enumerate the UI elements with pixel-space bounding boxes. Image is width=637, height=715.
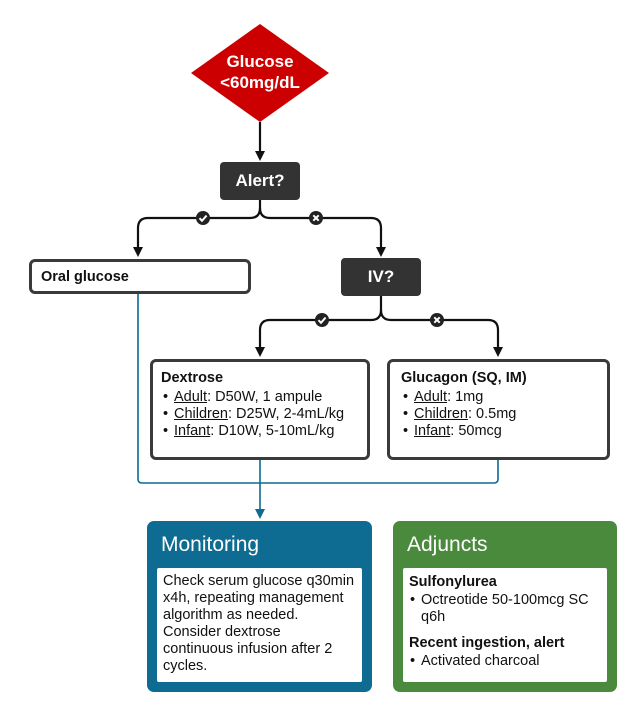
- glucose-line1: Glucose: [226, 52, 294, 71]
- list-item: Children: 0.5mg: [402, 406, 516, 423]
- adjunct-list: Activated charcoal: [409, 653, 609, 670]
- list-item: Octreotide 50-100mcg SC q6h: [409, 592, 609, 626]
- dextrose-title: Dextrose: [161, 370, 224, 386]
- glucagon-title: Glucagon (SQ, IM): [401, 370, 527, 386]
- monitoring-title: Monitoring: [161, 533, 260, 556]
- adjunct-heading: Sulfonylurea: [409, 574, 497, 590]
- adjuncts-panel: Adjuncts Sulfonylurea Octreotide 50-100m…: [393, 521, 617, 692]
- adjuncts-body: Sulfonylurea Octreotide 50-100mcg SC q6h…: [403, 568, 607, 682]
- check-circle-icon: [196, 211, 210, 225]
- list-item: Activated charcoal: [409, 653, 609, 670]
- oral-glucose-box: Oral glucose: [29, 259, 251, 294]
- list-item: Children: D25W, 2-4mL/kg: [162, 406, 344, 423]
- arrow-alert-yes: [133, 200, 262, 257]
- line-to-monitoring: [137, 293, 499, 484]
- glucose-diamond: [191, 24, 329, 122]
- glucagon-list: Adult: 1mg Children: 0.5mg Infant: 50mcg: [402, 389, 516, 440]
- monitoring-body: Check serum glucose q30min x4h, repeatin…: [157, 568, 362, 682]
- glucagon-box: Glucagon (SQ, IM) Adult: 1mg Children: 0…: [387, 359, 610, 460]
- arrow-alert-no: [258, 207, 386, 257]
- adjunct-heading: Recent ingestion, alert: [409, 635, 565, 651]
- dextrose-list: Adult: D50W, 1 ampule Children: D25W, 2-…: [162, 389, 344, 440]
- list-item: Adult: D50W, 1 ampule: [162, 389, 344, 406]
- x-circle-icon: [309, 211, 323, 225]
- list-item: Infant: 50mcg: [402, 423, 516, 440]
- glucose-decision: Glucose <60mg/dL: [205, 51, 315, 93]
- adjunct-list: Octreotide 50-100mcg SC q6h: [409, 592, 609, 626]
- monitoring-panel: Monitoring Check serum glucose q30min x4…: [147, 521, 372, 692]
- list-item: Adult: 1mg: [402, 389, 516, 406]
- dextrose-box: Dextrose Adult: D50W, 1 ampule Children:…: [150, 359, 370, 460]
- monitoring-text: Check serum glucose q30min x4h, repeatin…: [163, 573, 355, 674]
- x-circle-icon: [430, 313, 444, 327]
- adjuncts-title: Adjuncts: [407, 533, 488, 556]
- glucose-line2: <60mg/dL: [220, 73, 300, 92]
- iv-decision: IV?: [341, 258, 421, 296]
- alert-decision: Alert?: [220, 162, 300, 200]
- list-item: Infant: D10W, 5-10mL/kg: [162, 423, 344, 440]
- check-circle-icon: [315, 313, 329, 327]
- arrow-iv-no: [379, 309, 503, 357]
- oral-glucose-label: Oral glucose: [41, 269, 129, 285]
